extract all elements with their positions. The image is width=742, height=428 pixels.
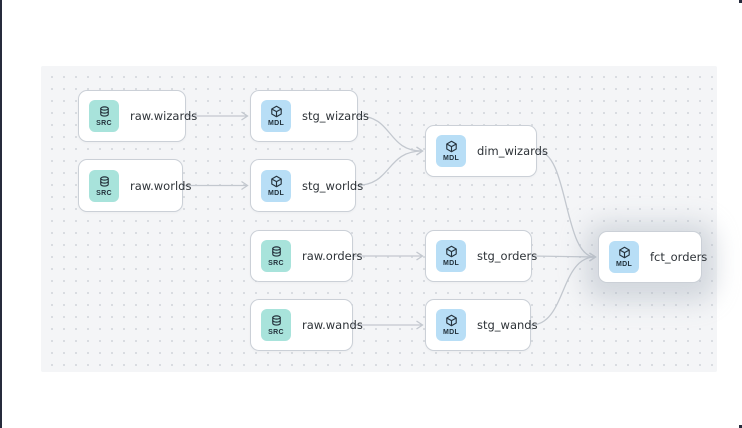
node-raw.wizards[interactable]: SRC raw.wizards bbox=[78, 90, 197, 142]
node-label: stg_worlds bbox=[302, 178, 364, 193]
source-badge: SRC bbox=[89, 169, 119, 202]
source-badge: SRC bbox=[261, 240, 291, 272]
node-label: stg_orders bbox=[477, 249, 538, 263]
corner-artifact-top-right bbox=[739, 0, 742, 3]
model-badge: MDL bbox=[436, 240, 466, 272]
node-fct_orders[interactable]: MDL fct_orders bbox=[598, 231, 707, 283]
node-stg_worlds[interactable]: MDL stg_worlds bbox=[250, 159, 363, 212]
model-badge: MDL bbox=[261, 100, 291, 132]
cube-icon bbox=[618, 246, 631, 259]
cube-icon bbox=[445, 245, 458, 258]
model-badge: MDL bbox=[436, 135, 466, 167]
badge-label: MDL bbox=[615, 261, 633, 268]
cube-icon bbox=[270, 105, 283, 118]
badge-label: MDL bbox=[267, 189, 285, 197]
badge-label: SRC bbox=[96, 189, 112, 197]
node-label: stg_wizards bbox=[302, 109, 370, 123]
node-label: raw.wands bbox=[302, 318, 363, 332]
cube-icon bbox=[270, 175, 283, 188]
corner-artifact-bottom-right bbox=[739, 425, 742, 428]
node-label: fct_orders bbox=[650, 250, 708, 264]
node-raw.orders[interactable]: SRC raw.orders bbox=[250, 230, 362, 282]
node-dim_wizards[interactable]: MDL dim_wizards bbox=[425, 125, 548, 177]
node-label: raw.wizards bbox=[130, 109, 198, 123]
node-stg_wands[interactable]: MDL stg_wands bbox=[425, 299, 538, 351]
node-raw.worlds[interactable]: SRC raw.worlds bbox=[78, 159, 191, 212]
cube-icon bbox=[445, 140, 458, 153]
database-icon bbox=[270, 314, 283, 327]
badge-label: MDL bbox=[442, 260, 460, 267]
badge-label: SRC bbox=[268, 260, 284, 267]
model-badge: MDL bbox=[261, 169, 291, 202]
source-badge: SRC bbox=[261, 309, 291, 341]
node-label: stg_wands bbox=[477, 318, 538, 332]
node-label: raw.orders bbox=[302, 249, 363, 263]
model-badge: MDL bbox=[609, 241, 639, 273]
badge-label: SRC bbox=[268, 329, 284, 336]
badge-label: SRC bbox=[96, 120, 112, 127]
window-left-edge bbox=[0, 0, 2, 428]
node-label: raw.worlds bbox=[130, 178, 192, 193]
database-icon bbox=[98, 105, 111, 118]
source-badge: SRC bbox=[89, 100, 119, 132]
badge-label: MDL bbox=[442, 329, 460, 336]
node-stg_wizards[interactable]: MDL stg_wizards bbox=[250, 90, 369, 142]
node-stg_orders[interactable]: MDL stg_orders bbox=[425, 230, 537, 282]
node-raw.wands[interactable]: SRC raw.wands bbox=[250, 299, 363, 351]
database-icon bbox=[270, 245, 283, 258]
badge-label: MDL bbox=[442, 155, 460, 162]
database-icon bbox=[98, 175, 111, 188]
model-badge: MDL bbox=[436, 309, 466, 341]
badge-label: MDL bbox=[267, 120, 285, 127]
node-label: dim_wizards bbox=[477, 144, 548, 158]
cube-icon bbox=[445, 314, 458, 327]
